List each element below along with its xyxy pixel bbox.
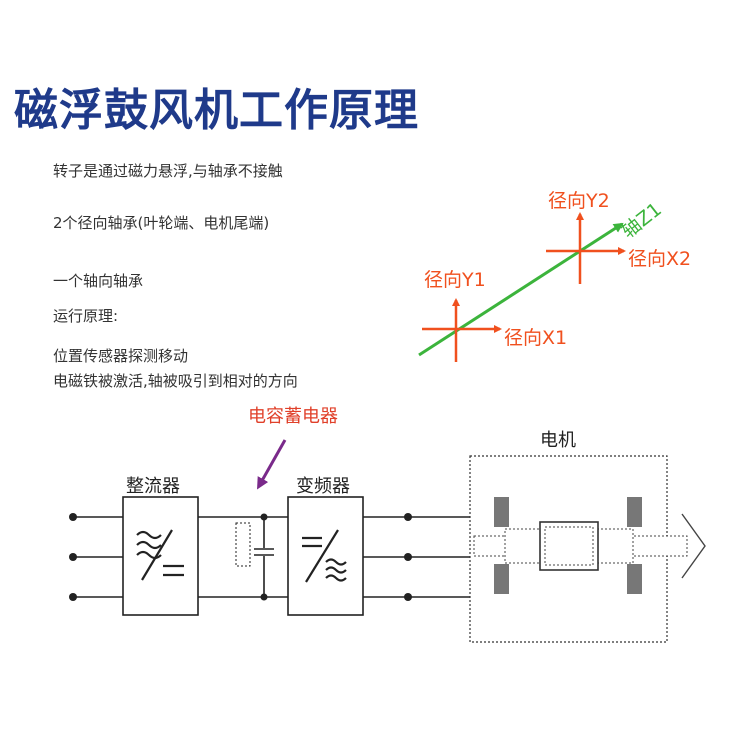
capacitor-bank-outline: [235, 522, 251, 567]
label-radial-y2: 径向Y2: [548, 190, 610, 212]
bearing-magnet-top-left: [494, 497, 509, 527]
bus-node: [260, 513, 268, 521]
inverter-box: [287, 496, 364, 616]
input-terminal: [69, 593, 77, 601]
label-radial-y1: 径向Y1: [424, 269, 486, 291]
output-lines: [363, 516, 470, 598]
input-terminal: [69, 513, 77, 521]
dc-bus: [198, 516, 288, 598]
output-node: [404, 513, 412, 521]
label-radial-x1: 径向X1: [504, 327, 567, 349]
capacitor-pointer-arrow: [257, 439, 287, 490]
input-terminal: [69, 553, 77, 561]
label-motor: 电机: [540, 430, 576, 451]
rotor-core: [539, 521, 599, 571]
text-operating-principle: 运行原理:: [53, 307, 119, 325]
page-title: 磁浮鼓风机工作原理: [14, 85, 419, 136]
output-node: [404, 553, 412, 561]
label-axial-z1: 轴Z1: [618, 198, 666, 242]
label-inverter: 变频器: [296, 476, 350, 497]
input-lines: [73, 516, 123, 598]
text-radial-bearings: 2个径向轴承(叶轮端、电机尾端): [53, 214, 270, 232]
text-electromagnet: 电磁铁被激活,轴被吸引到相对的方向: [53, 372, 298, 390]
rotor-core-inner: [544, 526, 594, 566]
output-node: [404, 593, 412, 601]
text-position-sensor: 位置传感器探测移动: [53, 347, 189, 365]
rectifier-symbol: [136, 529, 184, 581]
circuit-diagram: 电容蓄电器 整流器: [69, 406, 706, 643]
bearing-magnet-bottom-right: [627, 564, 642, 594]
axis-diagram: 径向Y2 轴Z1 径向X2 径向Y1 径向X1: [418, 190, 691, 362]
bearing-magnet-bottom-left: [494, 564, 509, 594]
text-rotor-levitation: 转子是通过磁力悬浮,与轴承不接触: [53, 162, 283, 180]
bus-node: [260, 593, 268, 601]
shaft-output-arrow: [681, 513, 706, 579]
label-capacitor: 电容蓄电器: [248, 406, 338, 427]
inverter-symbol: [302, 529, 347, 583]
label-rectifier: 整流器: [126, 476, 180, 497]
label-radial-x2: 径向X2: [628, 248, 691, 270]
axis-z1-arrow: [418, 222, 624, 357]
bearing-magnet-top-right: [627, 497, 642, 527]
text-axial-bearing: 一个轴向轴承: [53, 272, 144, 290]
